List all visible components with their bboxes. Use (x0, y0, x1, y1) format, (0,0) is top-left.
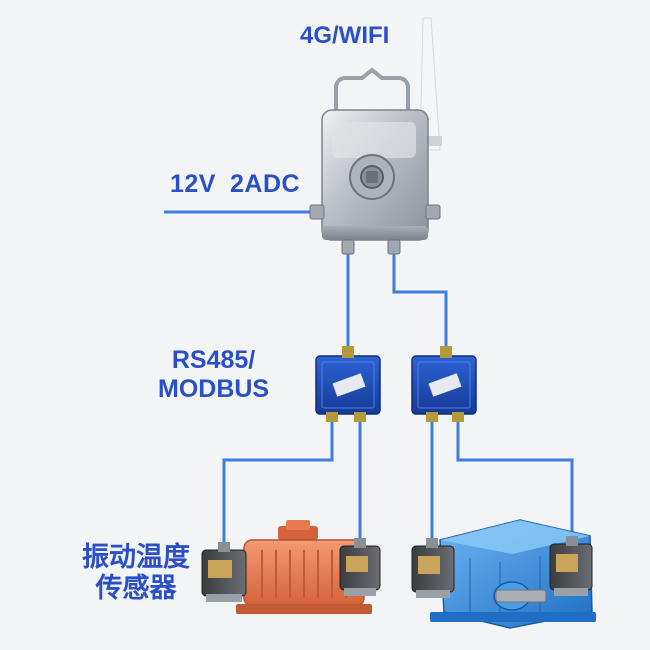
cable-jb1-to-motor-left (222, 420, 334, 552)
motor (236, 520, 372, 614)
power-current: 2ADC (229, 170, 301, 198)
cable-jb2-to-gearbox-right (456, 420, 574, 546)
sensor-motor-right (339, 538, 381, 596)
cable-gateway-to-jb2 (392, 254, 448, 348)
wireless-label: 4G/WIFI (300, 22, 390, 49)
sensor-label-line-2: 传感器 (95, 573, 177, 605)
sensor-gearbox-left (411, 538, 455, 598)
power-label: 12V 2ADC (170, 170, 300, 199)
protocol-line-2: MODBUS (158, 374, 270, 403)
sensor-label-line-1: 振动温度 (82, 542, 190, 573)
protocol-label: RS485/ MODBUS (158, 346, 269, 404)
sensor-label: 振动温度 传感器 (82, 542, 190, 604)
rs485-cables (222, 254, 574, 552)
sensor-gearbox-right (549, 536, 593, 596)
power-voltage: 12V (170, 170, 216, 198)
sensor-motor-left (201, 542, 247, 602)
junction-box-2 (411, 346, 477, 422)
gateway-device (309, 109, 441, 255)
junction-box-1 (315, 346, 381, 422)
protocol-line-1: RS485/ (171, 346, 256, 374)
gateway-handle (334, 67, 410, 112)
